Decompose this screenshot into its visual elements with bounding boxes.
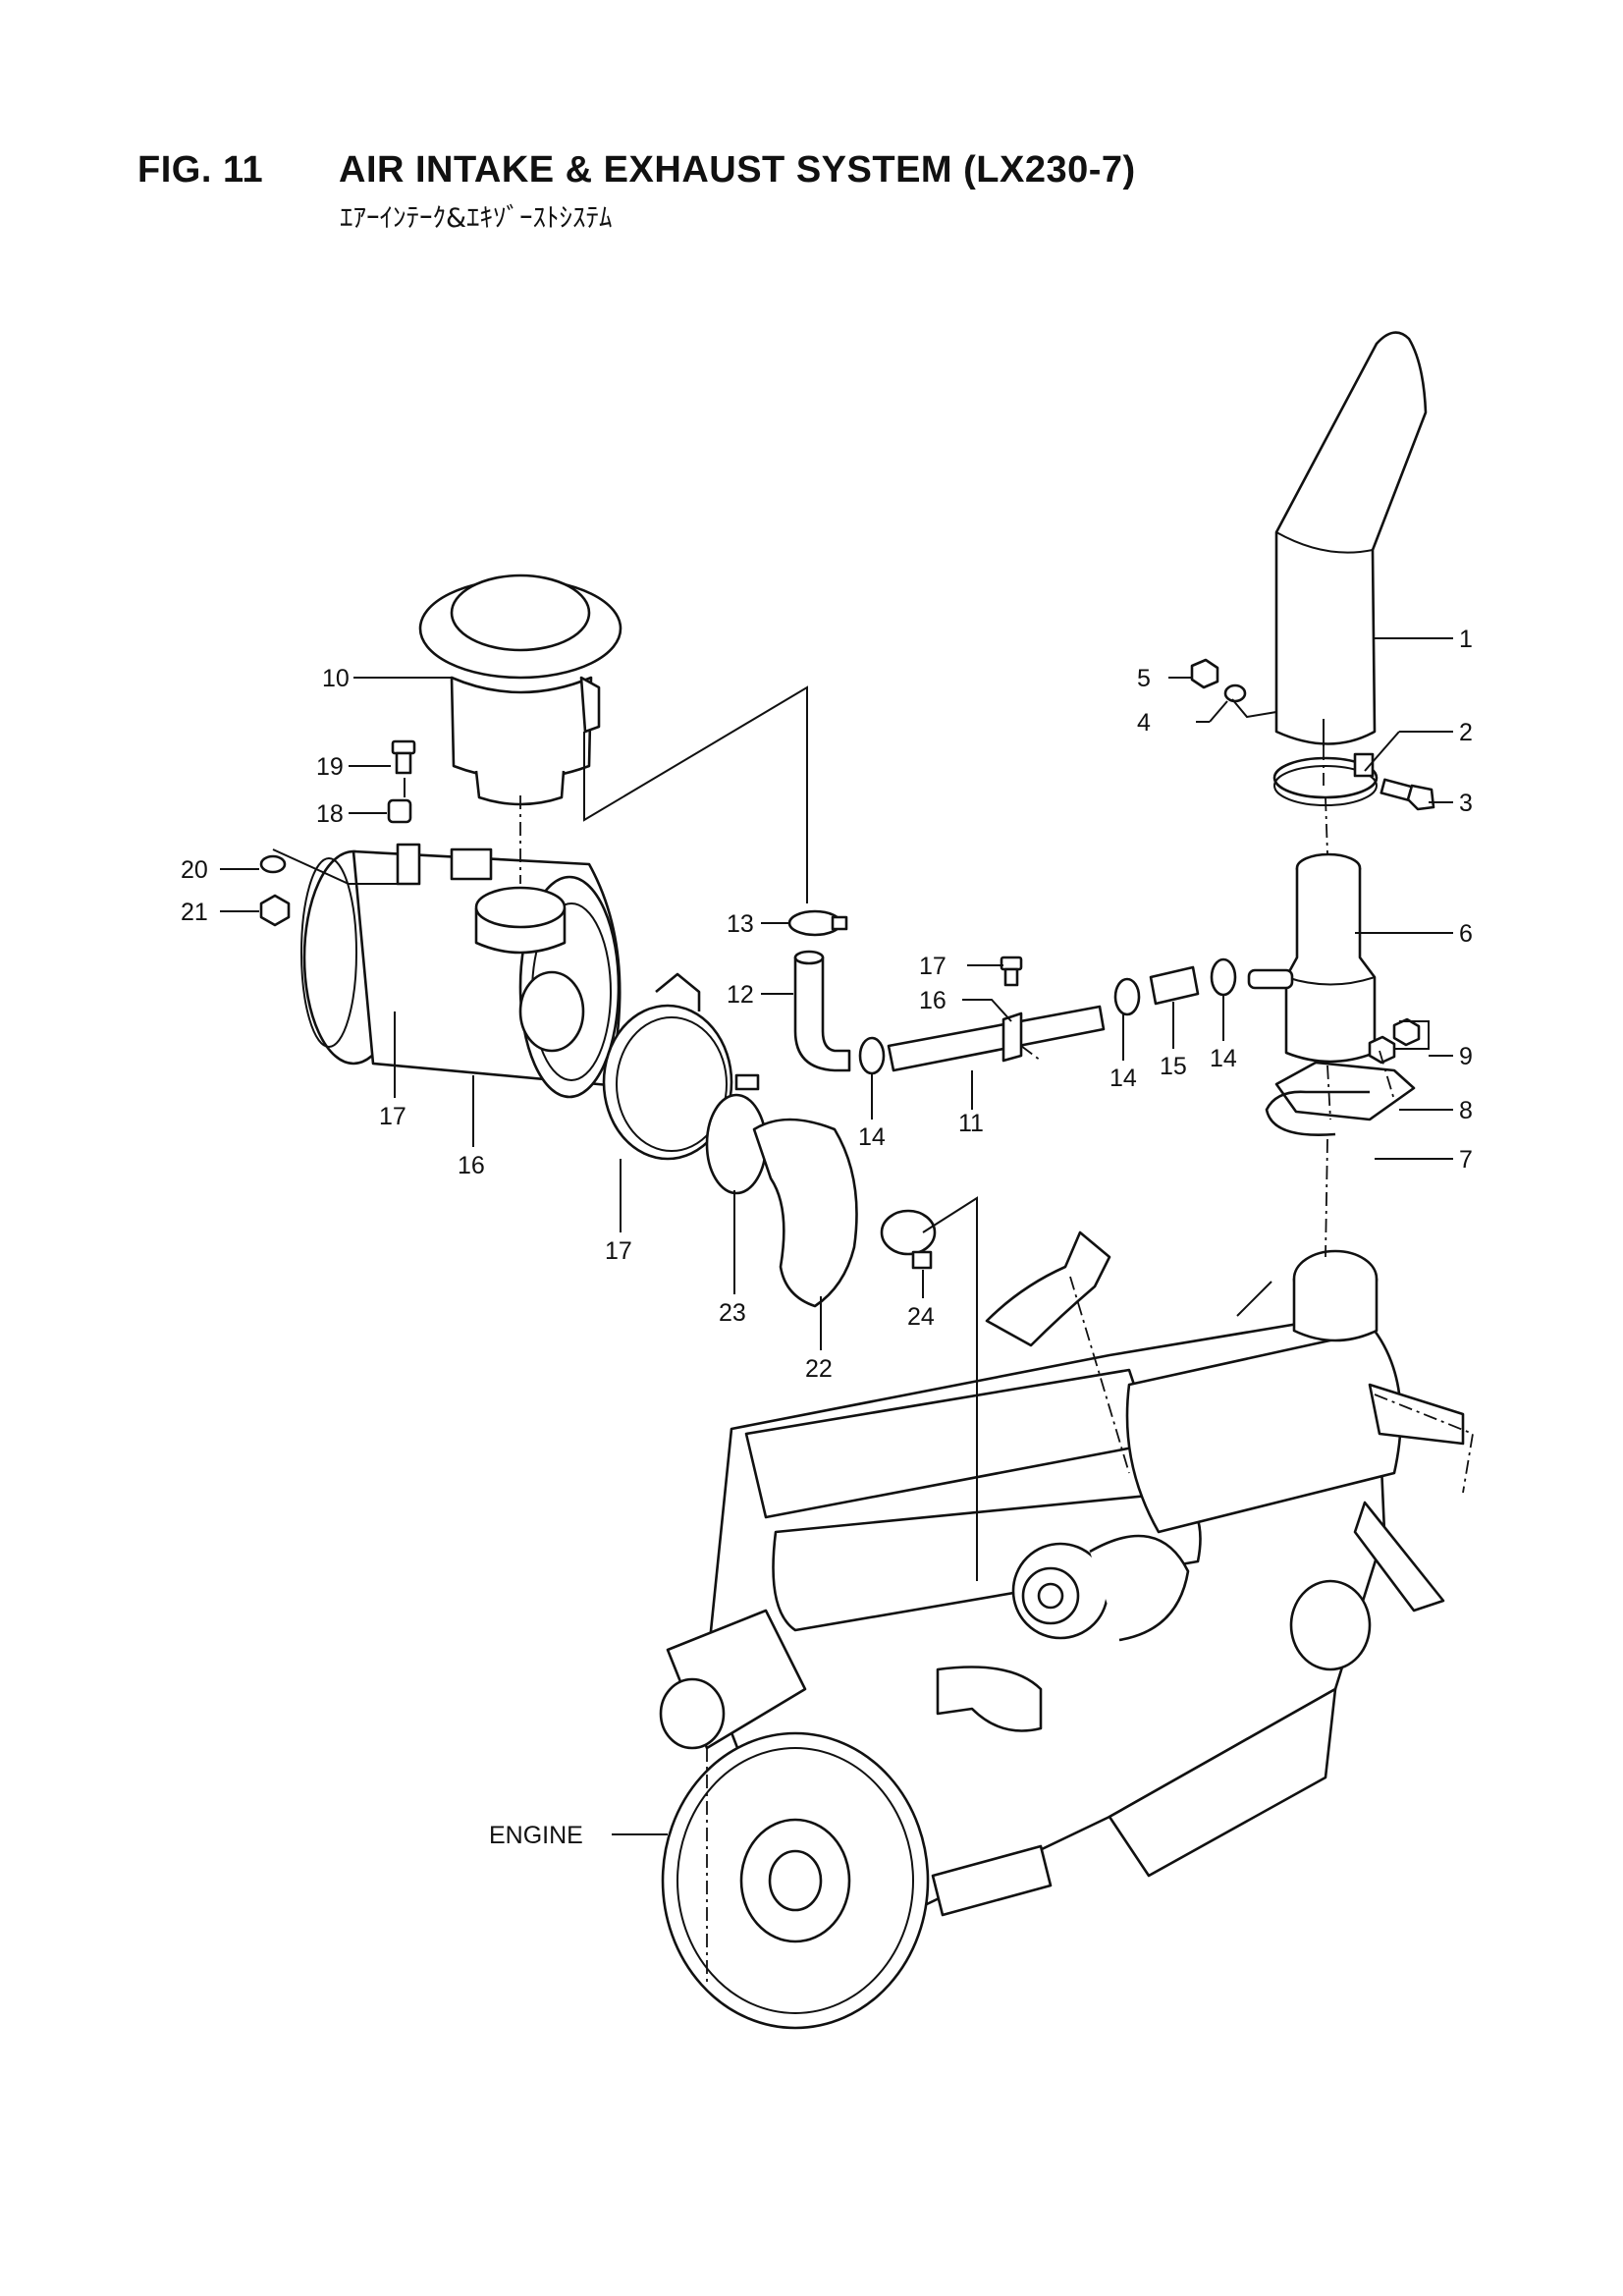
callout-18: 18: [316, 800, 344, 828]
band-17-right-part: [602, 972, 733, 1161]
callout-11: 11: [958, 1110, 984, 1137]
callout-8: 8: [1459, 1097, 1473, 1124]
spacer-18-part: [387, 798, 412, 824]
callout-14b: 14: [1109, 1065, 1137, 1092]
leader-lines: [220, 637, 1453, 1835]
callout-9: 9: [1459, 1043, 1473, 1070]
callout-14c: 14: [1210, 1045, 1237, 1072]
callout-22: 22: [805, 1355, 833, 1383]
callout-23: 23: [719, 1299, 746, 1327]
washer-20-part: [259, 854, 287, 874]
callout-6: 6: [1459, 920, 1473, 948]
callout-24: 24: [907, 1303, 935, 1331]
clamp-14b-part: [1113, 977, 1141, 1016]
callout-17-left: 17: [379, 1103, 406, 1130]
callout-10: 10: [322, 665, 350, 692]
callout-17-right: 17: [605, 1237, 632, 1265]
pipe-11-part: [887, 1005, 1106, 1072]
figure-title: FIG. 11 AIR INTAKE & EXHAUST SYSTEM (LX23…: [137, 149, 1136, 191]
hose-12-part: [793, 956, 851, 1072]
callout-3: 3: [1459, 790, 1473, 817]
bracket-16-part: [1001, 1011, 1023, 1063]
callout-16-lower: 16: [458, 1152, 485, 1179]
band-17-left-part: [300, 857, 357, 1048]
clamp-14a-part: [858, 1036, 886, 1075]
callout-1: 1: [1459, 626, 1473, 653]
bolt-19-part: [391, 739, 416, 775]
callout-5: 5: [1137, 665, 1151, 692]
figure-title-text: AIR INTAKE & EXHAUST SYSTEM (LX230-7): [339, 149, 1136, 191]
clamp-bolt-part: [1380, 778, 1435, 811]
callout-20: 20: [181, 856, 208, 884]
clamp-14c-part: [1210, 957, 1237, 997]
callout-engine: ENGINE: [489, 1822, 583, 1849]
nut-part: [1190, 658, 1219, 689]
exhaust-stack-part: [1274, 331, 1428, 746]
nut-9b-part: [1392, 1017, 1421, 1047]
clamp-13-part: [787, 909, 848, 937]
nut-9a-part: [1368, 1035, 1396, 1065]
callout-13: 13: [727, 910, 754, 938]
air-cleaner-cap-part: [418, 574, 622, 806]
callout-12: 12: [727, 981, 754, 1009]
bolt-17-part: [1000, 956, 1023, 987]
callout-16-upper: 16: [919, 987, 947, 1014]
assembly-lines: [272, 685, 1475, 1984]
nut-21-part: [259, 894, 291, 927]
figure-subtitle-jp: ｴｱｰｲﾝﾃｰｸ&ｴｷｿﾞｰｽﾄｼｽﾃﾑ: [340, 203, 613, 234]
engine-assembly-part: [659, 1230, 1465, 2030]
callout-7: 7: [1459, 1146, 1473, 1174]
u-bolt-part: [1265, 1090, 1370, 1136]
air-cleaner-body-part: [302, 843, 622, 1099]
muffler-outlet-part: [1247, 852, 1377, 1064]
figure-number: FIG. 11: [137, 149, 264, 191]
washer-part: [1223, 683, 1247, 703]
callout-labels: 1 2 3 4 5 6 7 8 9 10 11 12 13 14 14 14 1…: [181, 626, 1473, 1849]
callout-21: 21: [181, 899, 208, 926]
callout-17-upper: 17: [919, 953, 947, 980]
hose-15-part: [1149, 965, 1200, 1006]
callout-4: 4: [1137, 709, 1151, 737]
clamp-24-part: [880, 1209, 937, 1270]
callout-2: 2: [1459, 719, 1473, 746]
callout-14a: 14: [858, 1123, 886, 1151]
elbow-hose-part: [752, 1118, 858, 1308]
callout-15: 15: [1160, 1053, 1187, 1080]
callout-19: 19: [316, 753, 344, 781]
